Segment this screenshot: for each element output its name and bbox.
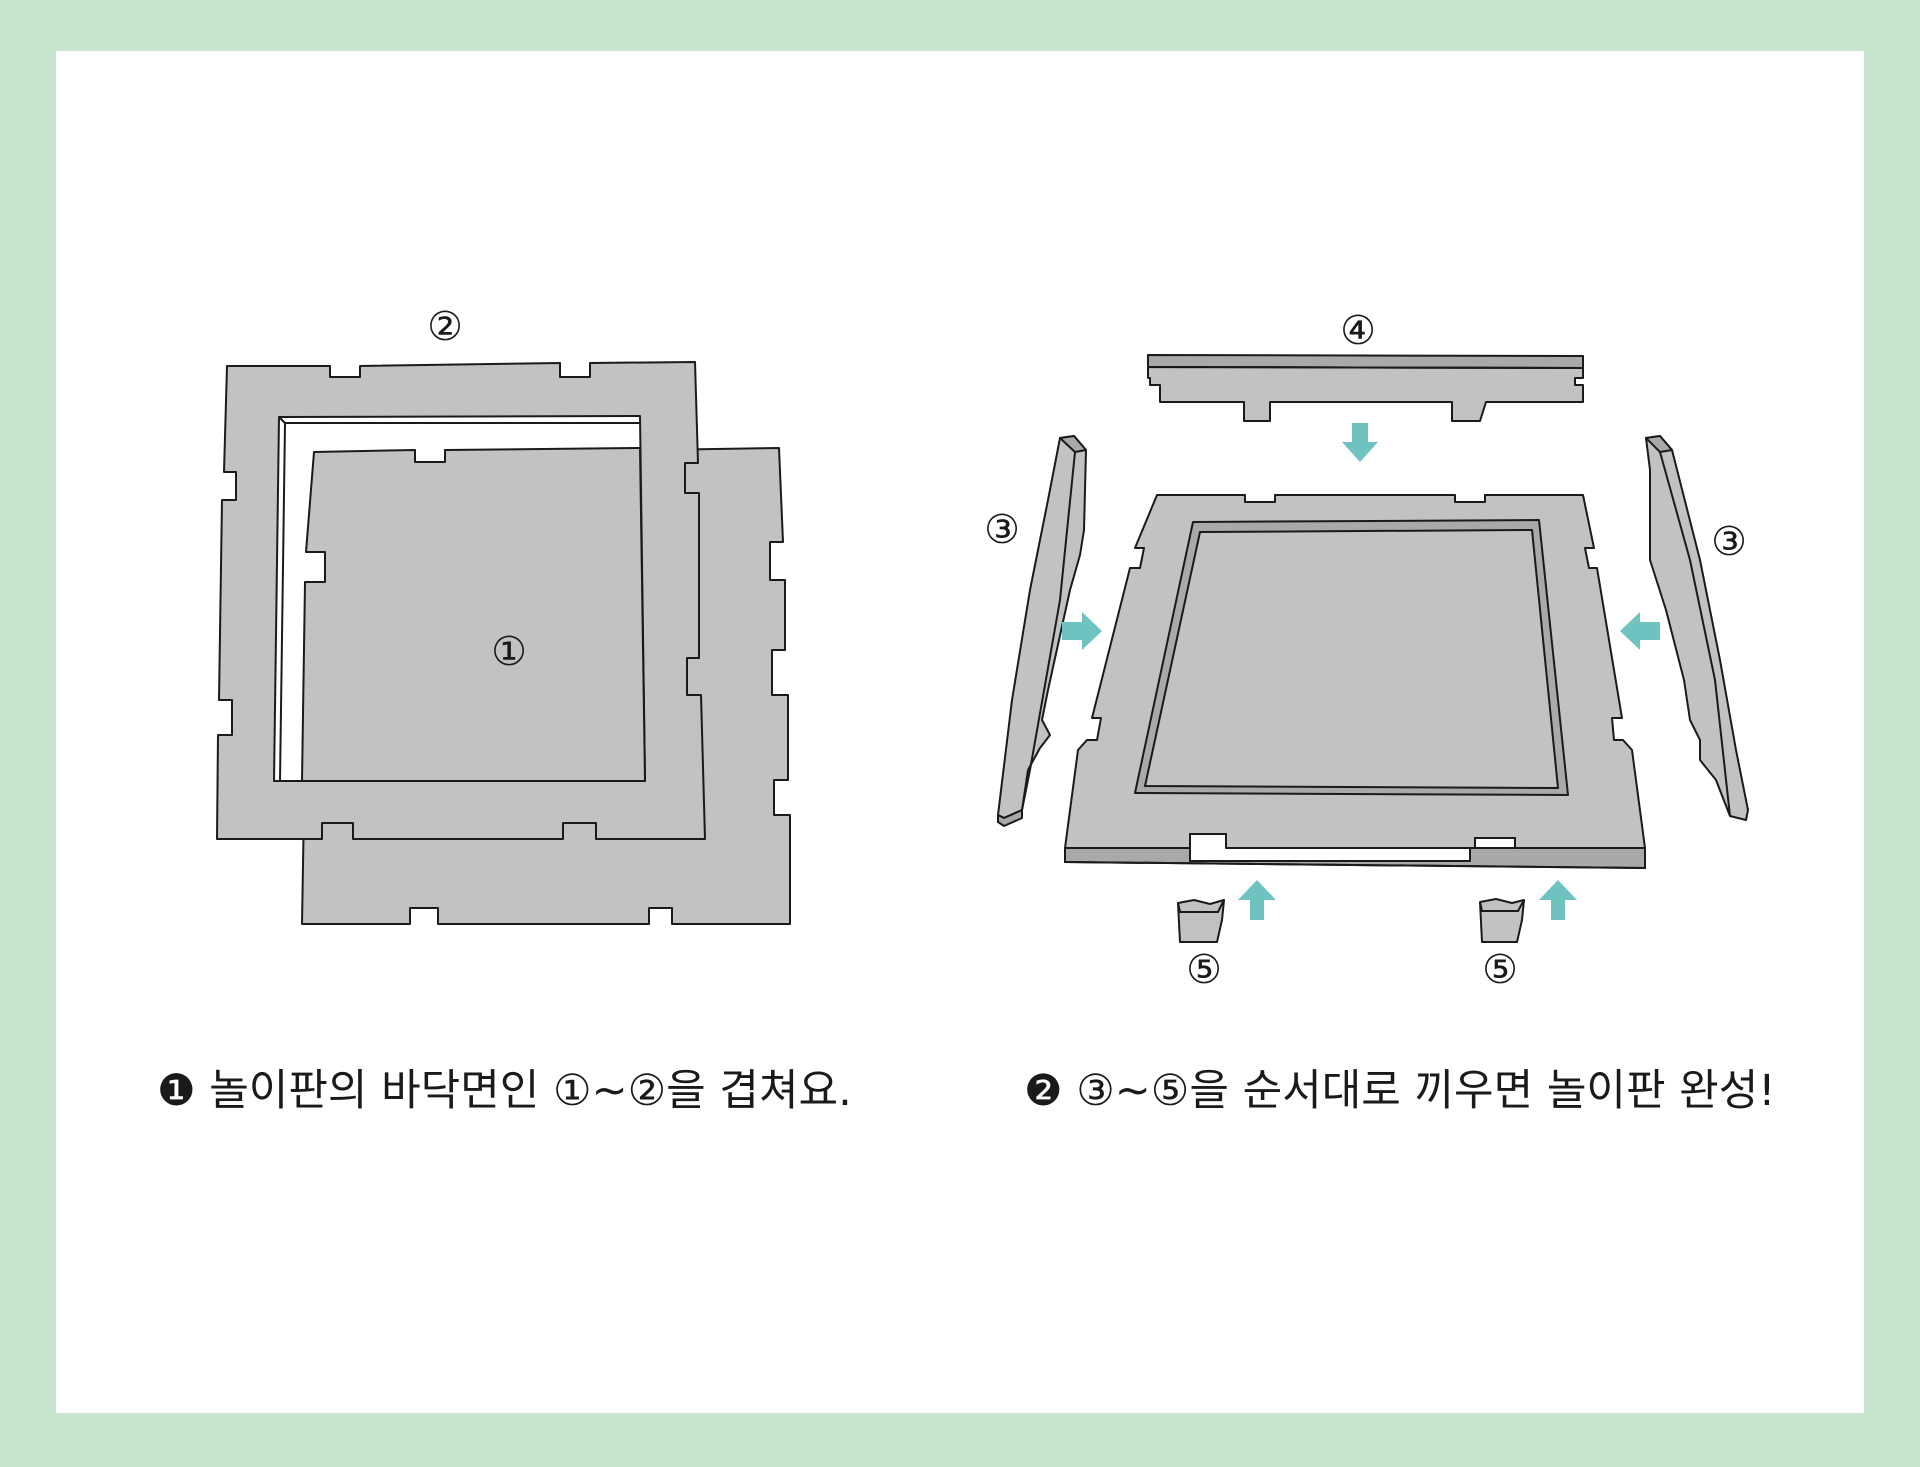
label-part-5-right: ⑤ [1482,947,1518,993]
part-3-left-post [997,435,1087,819]
label-part-3-right: ③ [1711,519,1747,565]
step-2-caption: ❷ ③~⑤을 순서대로 끼우면 놀이판 완성! [1024,1066,1776,1116]
arrow-up-icon [1539,880,1577,920]
arrow-down-icon [1342,423,1378,462]
label-part-4: ④ [1340,308,1376,354]
part-4-rail-top [1147,354,1584,369]
label-part-3-left: ③ [984,507,1020,553]
step-1-caption: ❶ 놀이판의 바닥면인 ①~②을 겹쳐요. [157,1066,852,1116]
label-part-5-left: ⑤ [1186,947,1222,993]
part-4-rail [1147,366,1584,422]
part-1-visible-area [301,447,646,782]
arrow-left-icon [1620,612,1660,650]
arrow-right-icon [1062,612,1102,650]
tray-well-floor [1144,529,1559,789]
label-part-2: ② [427,304,463,350]
part-5-right-block [1479,898,1525,943]
arrow-up-icon [1238,880,1276,920]
part-5-left-block [1177,899,1225,943]
part-3-right-post [1645,435,1749,821]
label-part-1: ① [491,629,527,675]
